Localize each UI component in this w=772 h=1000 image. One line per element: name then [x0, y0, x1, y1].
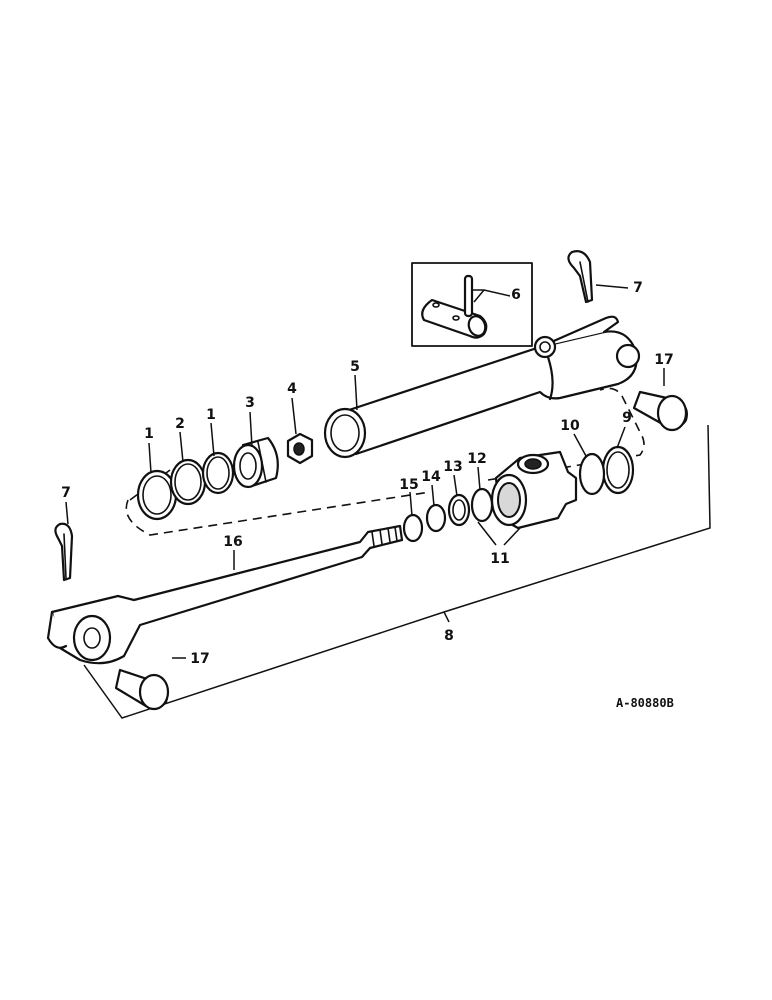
callout-labels: 1 2 1 3 4 5 6 7 7 8 9 10 11 12 13 14 15 …: [61, 280, 674, 667]
ring-part-2: [169, 458, 207, 506]
callout-6: 6: [511, 287, 521, 303]
callout-7-top: 7: [633, 280, 643, 296]
seal-part-12: [470, 487, 494, 523]
callout-9: 9: [622, 410, 632, 426]
o-ring-part-1b: [201, 451, 235, 495]
wiper-part-9: [601, 445, 635, 495]
nut-part-4: [286, 432, 314, 465]
piston-rod-part-16: [46, 524, 404, 665]
callout-13: 13: [443, 459, 462, 475]
callout-14: 14: [421, 469, 441, 485]
seal-kit-dashed-outline: [125, 387, 645, 536]
spring-pin-part-6: [421, 274, 488, 339]
piston-part-3: [232, 436, 279, 489]
cylinder-barrel-part-5: [323, 315, 641, 459]
drawing-reference-code: A-80880B: [616, 696, 674, 710]
callout-1a: 1: [144, 426, 154, 442]
seal-part-14: [425, 503, 447, 533]
callout-7-left: 7: [61, 485, 71, 501]
callout-15: 15: [399, 477, 418, 493]
seal-part-13: [447, 493, 471, 527]
callout-10: 10: [560, 418, 580, 434]
callout-17-right: 17: [654, 352, 673, 368]
clevis-pin-part-17-left: [114, 668, 170, 711]
callout-17-left: 17: [190, 651, 209, 667]
callout-5: 5: [350, 359, 360, 375]
callout-2: 2: [175, 416, 185, 432]
callout-3: 3: [245, 395, 255, 411]
callout-4: 4: [287, 381, 297, 397]
cotter-pin-part-7-left: [54, 522, 74, 582]
seal-part-15: [402, 513, 424, 543]
callout-12: 12: [467, 451, 486, 467]
clevis-pin-part-17-right: [632, 390, 688, 432]
inset-detail-box: [411, 262, 533, 347]
backup-ring-part-10: [578, 452, 606, 496]
callout-16: 16: [223, 534, 242, 550]
cotter-pin-part-7-top: [567, 250, 594, 304]
callout-8: 8: [444, 628, 454, 644]
assembly-bracket: [83, 424, 711, 719]
callout-11: 11: [490, 551, 509, 567]
callout-1b: 1: [206, 407, 216, 423]
rod-guide-gland: [490, 450, 578, 530]
leader-lines: [65, 284, 665, 659]
